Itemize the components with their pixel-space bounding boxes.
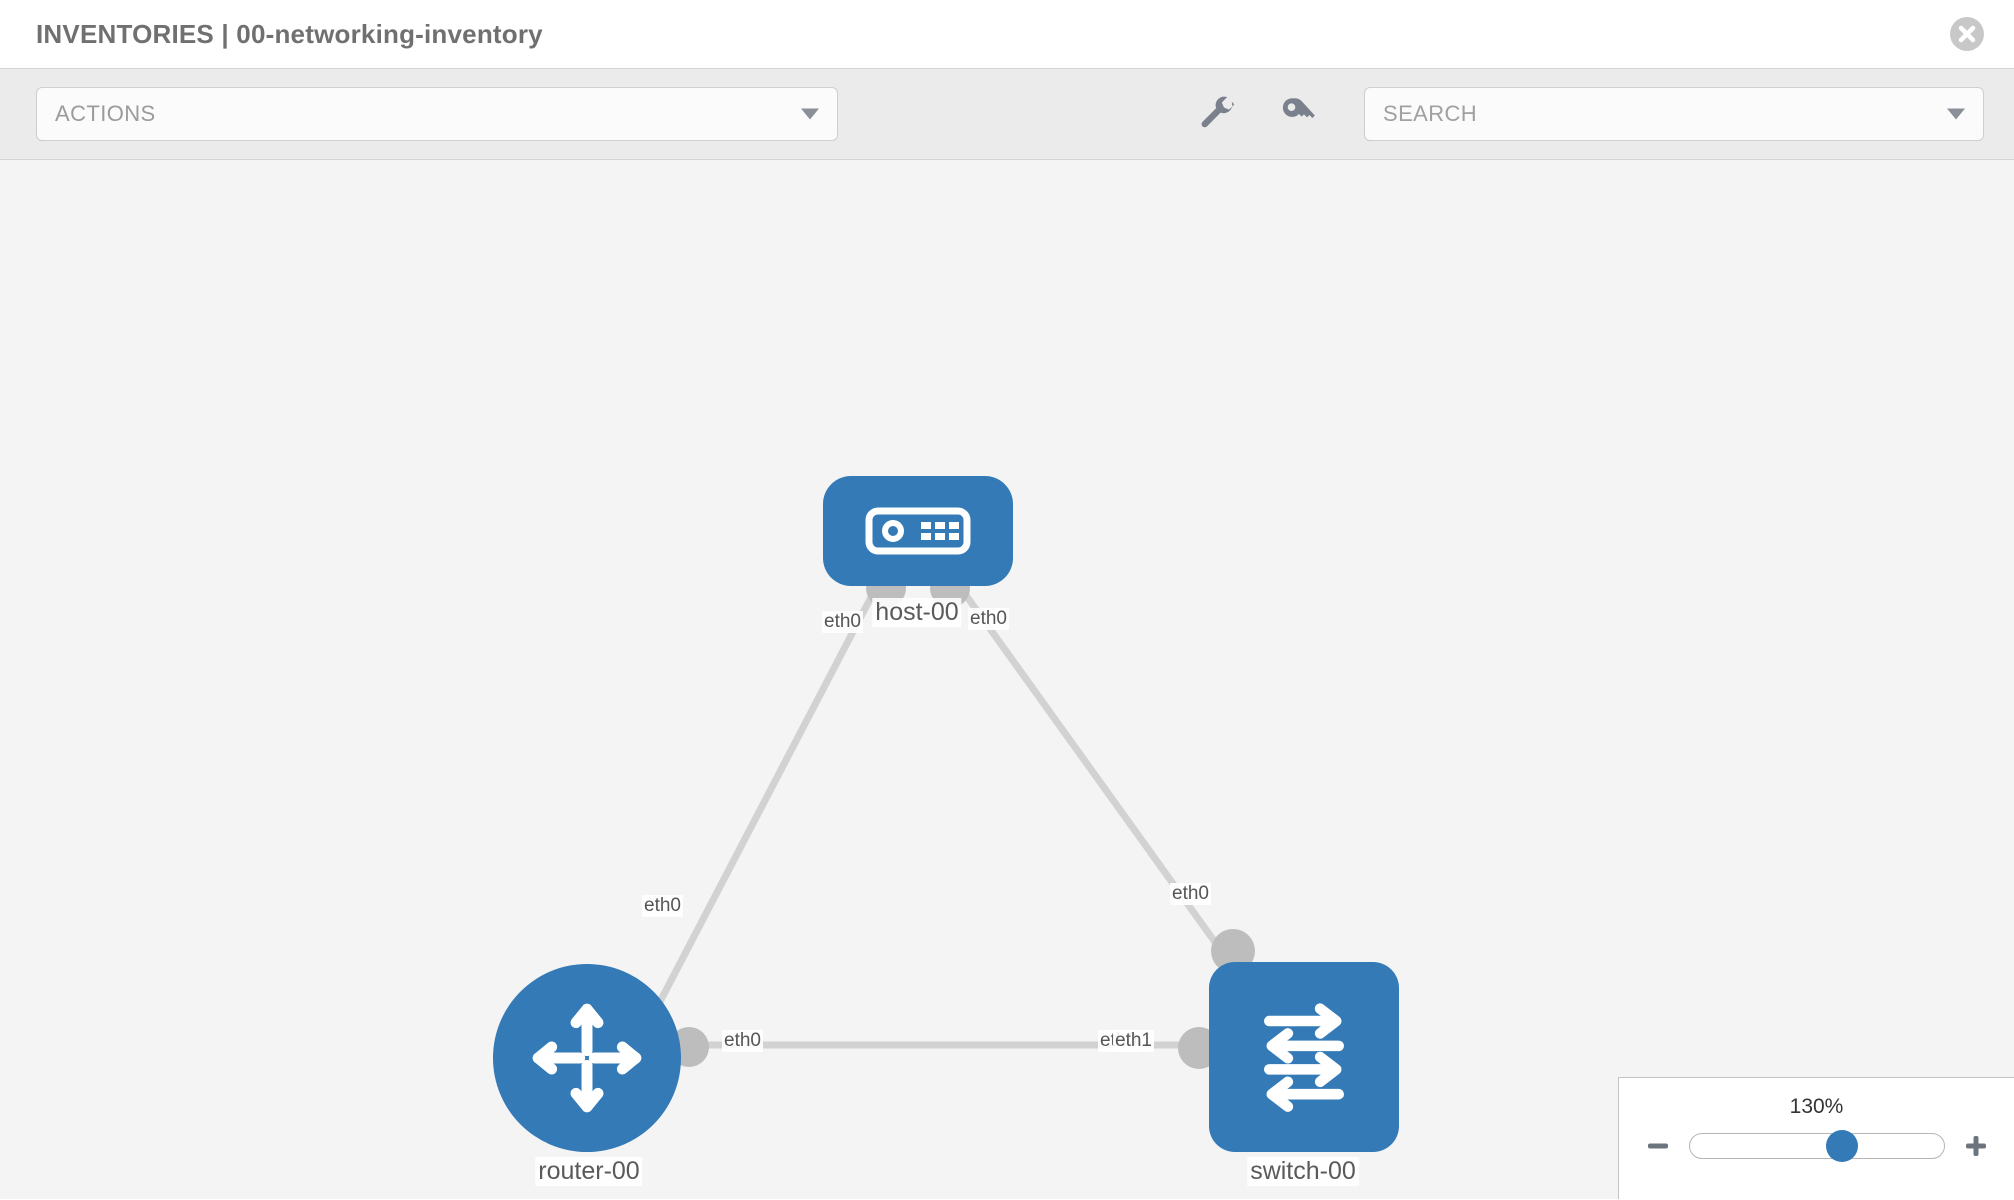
node-router-00[interactable]	[493, 964, 681, 1152]
node-host-00[interactable]	[823, 476, 1013, 586]
chevron-down-icon	[801, 108, 819, 120]
zoom-out-button[interactable]	[1643, 1131, 1673, 1161]
zoom-control-panel: 130%	[1618, 1077, 2014, 1199]
plus-icon	[1965, 1136, 1986, 1156]
interface-label-host-left: eth0	[822, 611, 863, 633]
node-label-switch-00: switch-00	[1247, 1157, 1359, 1186]
edge-host-switch	[952, 577, 1238, 973]
topology-graph	[636, 568, 1255, 1069]
node-label-router-00: router-00	[535, 1157, 643, 1186]
zoom-slider-row	[1619, 1130, 2014, 1162]
interface-label-router-to-host: eth0	[642, 895, 683, 917]
close-icon	[1958, 25, 1976, 43]
wrench-icon[interactable]	[1198, 94, 1238, 134]
chevron-down-icon	[1947, 108, 1965, 120]
actions-dropdown[interactable]: ACTIONS	[36, 87, 838, 141]
switch-arrows-icon	[1264, 1003, 1344, 1112]
interface-label-switch-port-b: eth1	[1113, 1030, 1154, 1052]
edge-host-router	[636, 578, 884, 1042]
zoom-slider-knob[interactable]	[1825, 1130, 1858, 1162]
toolbar-icon-group	[1198, 94, 1318, 134]
interface-label-switch-to-host: eth0	[1170, 883, 1211, 905]
search-input-placeholder: SEARCH	[1383, 101, 1478, 126]
close-button[interactable]	[1950, 17, 1984, 51]
search-dropdown[interactable]: SEARCH	[1364, 87, 1984, 141]
actions-dropdown-label: ACTIONS	[55, 101, 156, 126]
toolbar: ACTIONS SEARCH	[0, 68, 2014, 160]
zoom-in-button[interactable]	[1961, 1131, 1991, 1161]
node-switch-00[interactable]	[1209, 962, 1399, 1152]
page-title: INVENTORIES | 00-networking-inventory	[36, 18, 543, 49]
server-appliance-icon	[865, 507, 971, 555]
page-header: INVENTORIES | 00-networking-inventory	[0, 0, 2014, 68]
router-arrows-icon	[532, 1003, 642, 1113]
topology-canvas[interactable]: host-00 router-00 switch-00 eth0 eth0 et…	[0, 160, 2014, 1199]
minus-icon	[1647, 1143, 1668, 1149]
zoom-slider-track[interactable]	[1688, 1130, 1945, 1162]
interface-label-host-right: eth0	[968, 608, 1009, 630]
zoom-level-value: 130%	[1789, 1095, 1844, 1118]
node-label-host-00: host-00	[872, 598, 962, 627]
key-icon[interactable]	[1278, 94, 1318, 134]
interface-label-router-to-switch: eth0	[722, 1030, 763, 1052]
